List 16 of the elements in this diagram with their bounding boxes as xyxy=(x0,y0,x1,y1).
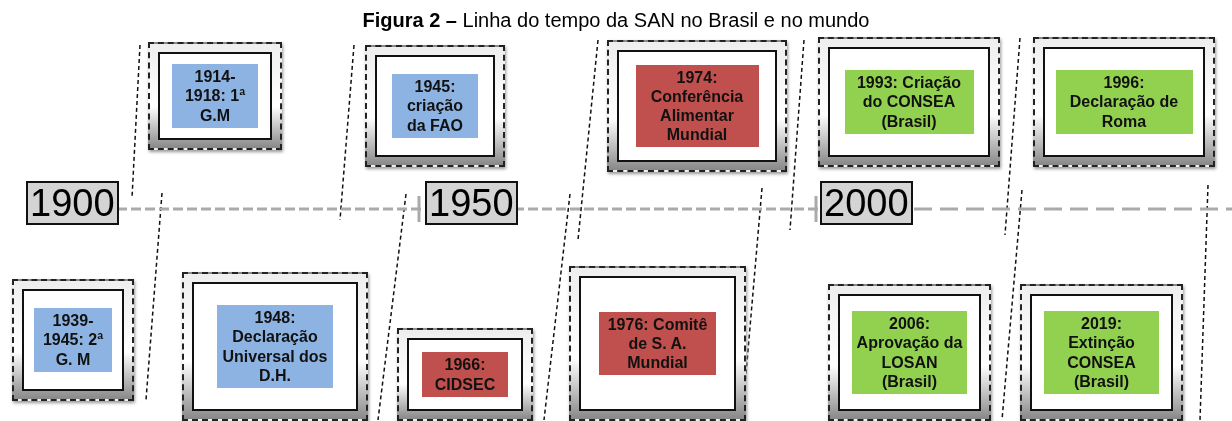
timeline-line xyxy=(914,207,1232,211)
year-label: 1900 xyxy=(26,181,119,225)
event-box: 1948: Declaração Universal dos D.H. xyxy=(217,305,333,388)
event-box: 1996: Declaração de Roma xyxy=(1055,70,1193,134)
event-box: 2019: Extinção CONSEA (Brasil) xyxy=(1044,311,1159,394)
event-box: 1945: criação da FAO xyxy=(392,74,478,138)
figure-title: Figura 2 – Linha do tempo da SAN no Brasil e no mundo xyxy=(361,9,871,32)
event-box: 1993: Criação do CONSEA (Brasil) xyxy=(844,70,974,134)
year-label: 2000 xyxy=(820,181,913,225)
event-box: 2006: Aprovação da LOSAN (Brasil) xyxy=(852,311,967,394)
event-box: 1976: Comitê de S. A. Mundial xyxy=(599,311,716,376)
event-box: 1939-1945: 2ª G. M xyxy=(34,308,112,372)
event-box: 1914-1918: 1ª G.M xyxy=(172,64,258,128)
event-box: 1974: Conferência Alimentar Mundial xyxy=(635,64,759,148)
event-box: 1966: CIDSEC xyxy=(422,352,508,397)
year-label: 1950 xyxy=(425,181,518,225)
